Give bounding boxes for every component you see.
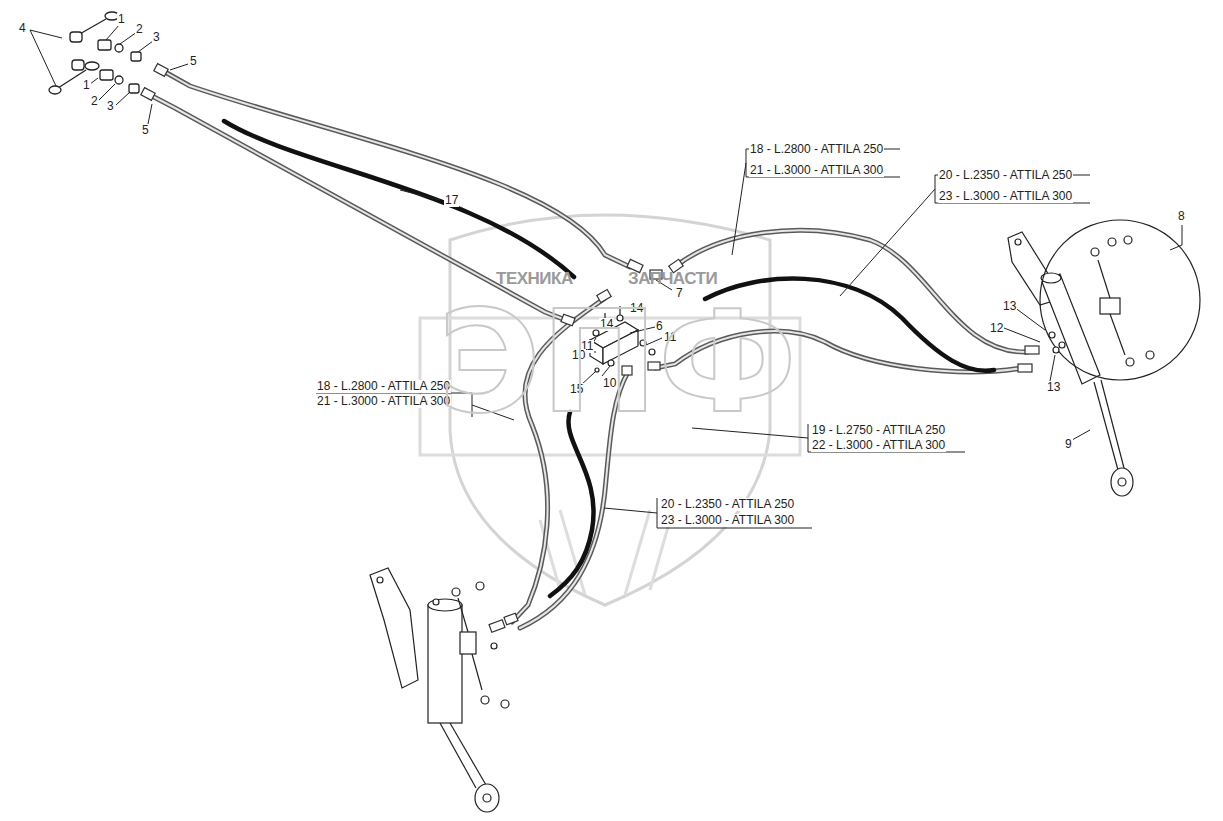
hydraulic-cylinder [1008, 220, 1200, 496]
hose-core [152, 72, 1028, 628]
callout-number: 13 [1046, 381, 1061, 394]
hose-spec: 23 - L.3000 - ATTILA 300 [660, 514, 795, 527]
hose-spec: 19 - L.2750 - ATTILA 250 [811, 424, 946, 437]
callout-number: 4 [18, 22, 27, 35]
hose-spec: 21 - L.3000 - ATTILA 300 [749, 164, 884, 177]
callout-number: 2 [135, 23, 144, 36]
hose-spec: 22 - L.3000 - ATTILA 300 [811, 439, 946, 452]
watermark: ЭПФ [438, 293, 797, 433]
callout-number: 13 [1002, 300, 1017, 313]
callout-number: 9 [1064, 438, 1073, 451]
hose [152, 72, 1028, 628]
hose-spec: 20 - L.2350 - ATTILA 250 [660, 498, 795, 511]
callout-number: 5 [189, 55, 198, 68]
callout-number: 2 [90, 95, 99, 108]
callout-number: 1 [117, 13, 126, 26]
callout-number: 17 [444, 194, 459, 207]
quick-coupler [49, 12, 141, 94]
hose-spec: 18 - L.2800 - ATTILA 250 [316, 380, 451, 393]
black-hose [224, 121, 994, 596]
callout-number: 3 [152, 31, 161, 44]
callout-number: 3 [106, 100, 115, 113]
leader-line [30, 24, 1182, 528]
hose-spec: 18 - L.2800 - ATTILA 250 [749, 143, 884, 156]
callout-number: 1 [82, 79, 91, 92]
hose-spec: 23 - L.3000 - ATTILA 300 [938, 190, 1073, 203]
callout-number: 5 [141, 124, 150, 137]
hose-spec: 21 - L.3000 - ATTILA 300 [316, 395, 451, 408]
watermark: ЗАПЧАСТИ [628, 270, 717, 288]
hose-spec: 20 - L.2350 - ATTILA 250 [938, 169, 1073, 182]
fitting [141, 64, 1039, 633]
callout-number: 12 [989, 322, 1004, 335]
watermark: ТЕХНИКА [496, 270, 573, 288]
hydraulic-cylinder [370, 568, 509, 812]
callout-number: 8 [1177, 210, 1186, 223]
